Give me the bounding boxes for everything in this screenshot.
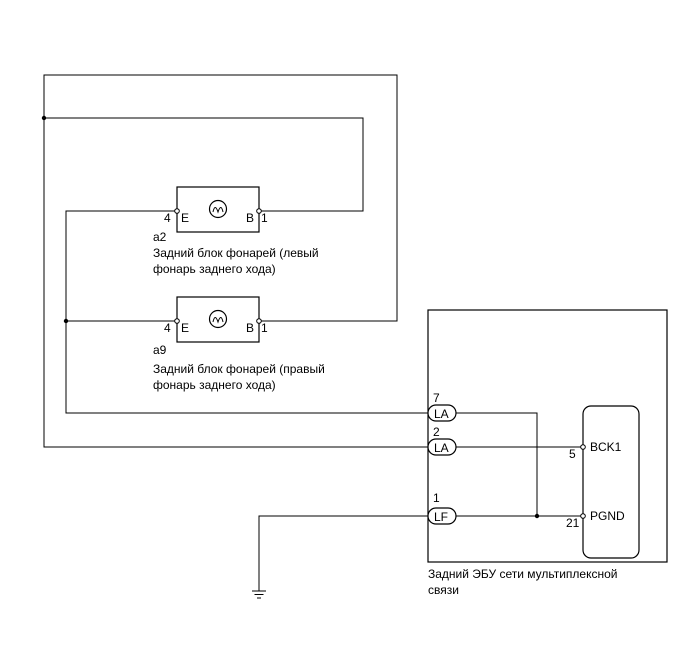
pin-e-icon bbox=[174, 208, 180, 214]
connector-label: LF bbox=[434, 510, 448, 524]
connector-code: a2 bbox=[153, 230, 167, 244]
pin-b-number: 1 bbox=[261, 321, 268, 335]
pin-e-icon bbox=[174, 318, 180, 324]
lamp-caption-line1: Задний блок фонарей (правый bbox=[153, 362, 325, 376]
connector-label: LA bbox=[434, 441, 449, 455]
pin-b-icon bbox=[256, 208, 262, 214]
connector-pin-number: 2 bbox=[433, 425, 440, 439]
pin-e-number: 4 bbox=[164, 211, 171, 225]
ecu-outer-box bbox=[427, 309, 668, 563]
pin-e-number: 4 bbox=[164, 321, 171, 335]
junction-dot bbox=[41, 115, 47, 121]
connector-pill bbox=[427, 438, 457, 456]
connector-pill bbox=[427, 507, 457, 525]
wires bbox=[43, 74, 583, 591]
lamp-caption-line2: фонарь заднего хода) bbox=[153, 262, 276, 276]
ecu-caption-line2: связи bbox=[428, 583, 459, 597]
connector-pin-number: 1 bbox=[433, 491, 440, 505]
pin-b-label: B bbox=[246, 321, 254, 335]
terminal-label: BCK1 bbox=[590, 440, 622, 454]
wire-outer-loop bbox=[43, 117, 428, 448]
terminal-pin-number: 5 bbox=[569, 447, 576, 461]
terminal-pgnd-icon bbox=[580, 513, 586, 519]
wire-ecu-la7 bbox=[456, 412, 538, 516]
pin-e-label: E bbox=[181, 321, 189, 335]
ecu-caption-line1: Задний ЭБУ сети мультиплексной bbox=[428, 567, 617, 581]
connector-label: LA bbox=[434, 407, 449, 421]
ground-symbol-icon bbox=[252, 590, 266, 599]
terminal-label: PGND bbox=[590, 509, 625, 523]
lamp-caption-line2: фонарь заднего хода) bbox=[153, 378, 276, 392]
pin-e-label: E bbox=[181, 211, 189, 225]
bulb-icon bbox=[208, 199, 228, 219]
wire-ground-side bbox=[65, 210, 428, 414]
lamp-caption-line1: Задний блок фонарей (левый bbox=[153, 246, 319, 260]
lamp-left: 4 E B 1 a2 Задний блок фонарей (левый фо… bbox=[153, 186, 319, 276]
connector-la-7: 7 LA bbox=[427, 391, 457, 422]
connector-pin-number: 7 bbox=[433, 391, 440, 405]
ecu-block: 7 LA 2 LA 1 LF 5 BCK1 21 PGND Задний ЭБУ… bbox=[427, 309, 668, 597]
pin-b-label: B bbox=[246, 211, 254, 225]
bulb-icon bbox=[208, 309, 228, 329]
junction-dot bbox=[534, 513, 540, 519]
lamp-right: 4 E B 1 a9 Задний блок фонарей (правый ф… bbox=[153, 296, 325, 392]
junction-dot bbox=[63, 318, 69, 324]
pin-b-icon bbox=[256, 318, 262, 324]
connector-lf-1: 1 LF bbox=[427, 491, 457, 525]
connector-la-2: 2 LA bbox=[427, 425, 457, 456]
wire-top-frame bbox=[43, 74, 398, 322]
ecu-inner-module bbox=[582, 405, 640, 559]
wire-lf-ground bbox=[258, 515, 428, 591]
pin-b-number: 1 bbox=[261, 211, 268, 225]
connector-code: a9 bbox=[153, 343, 167, 357]
terminal-bck1-icon bbox=[580, 444, 586, 450]
terminal-pin-number: 21 bbox=[566, 516, 580, 530]
connector-pill bbox=[427, 404, 457, 422]
